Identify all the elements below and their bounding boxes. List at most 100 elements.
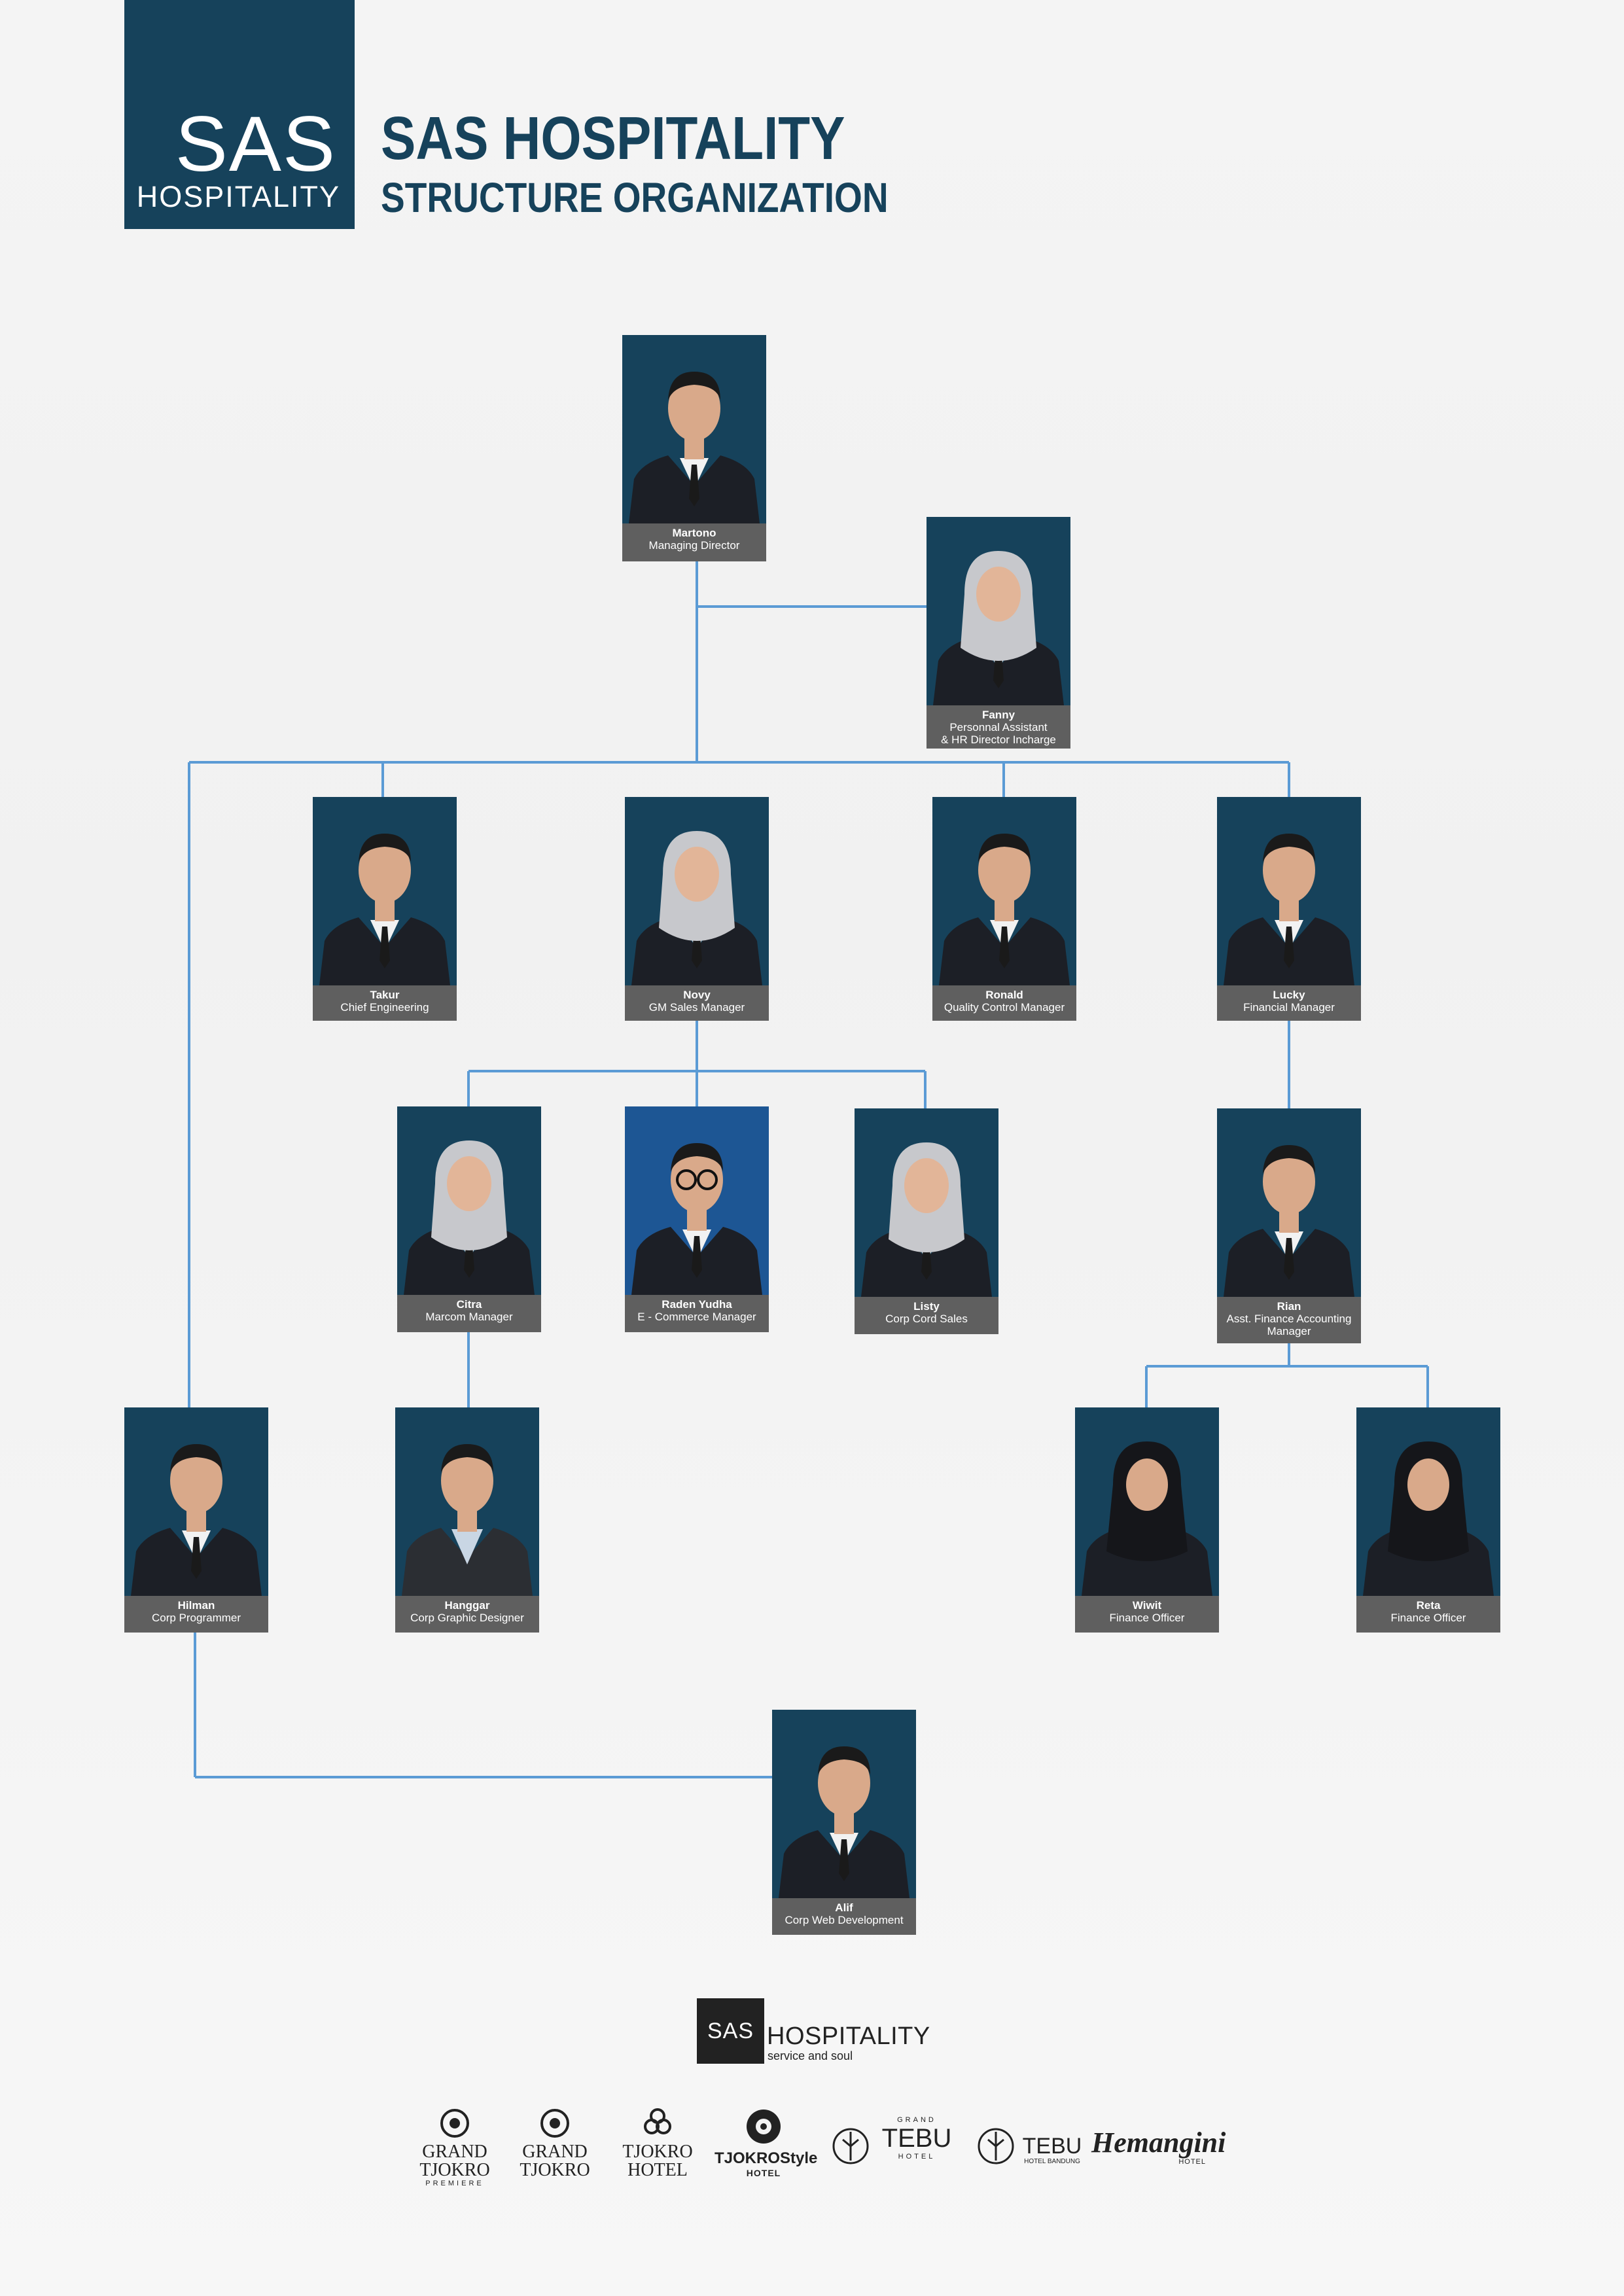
- brand-line2: TJOKRO: [520, 2160, 590, 2180]
- org-card-hilman: Hilman Corp Programmer: [124, 1407, 268, 1633]
- card-name: Citra: [456, 1298, 482, 1311]
- sas-logo-block: SAS HOSPITALITY: [124, 0, 355, 229]
- org-card-alif: Alif Corp Web Development: [772, 1710, 916, 1935]
- brand-line1: GRAND: [897, 2116, 936, 2124]
- card-role: Corp Web Development: [785, 1914, 904, 1926]
- brand-line2: HOTEL: [627, 2160, 688, 2180]
- card-role: Managing Director: [648, 539, 740, 552]
- org-card-lucky: Lucky Financial Manager: [1217, 797, 1361, 1021]
- portrait-photo: [395, 1407, 539, 1596]
- ornament-icon: [540, 2109, 569, 2138]
- card-role: Financial Manager: [1243, 1001, 1335, 1014]
- org-card-takur: Takur Chief Engineering: [313, 797, 457, 1021]
- brand-line2: TJOKRO: [419, 2160, 490, 2180]
- card-role: Finance Officer: [1109, 1612, 1185, 1624]
- card-caption: Alif Corp Web Development: [772, 1898, 916, 1935]
- card-name: Fanny: [981, 709, 1015, 721]
- card-caption: Hanggar Corp Graphic Designer: [395, 1596, 539, 1633]
- card-name: Novy: [683, 989, 711, 1001]
- portrait-photo: [625, 797, 769, 985]
- card-role: Marcom Manager: [425, 1311, 513, 1323]
- card-caption: Wiwit Finance Officer: [1075, 1596, 1219, 1633]
- org-card-novy: Novy GM Sales Manager: [625, 797, 769, 1021]
- ornament-icon: [644, 2108, 671, 2134]
- page-title: SAS HOSPITALITY: [381, 104, 845, 172]
- portrait-photo: [1356, 1407, 1500, 1596]
- card-caption: Takur Chief Engineering: [313, 985, 457, 1021]
- brand-line3: PREMIERE: [425, 2180, 484, 2187]
- card-role: Corp Cord Sales: [885, 1313, 968, 1325]
- brand-line3: HOTEL: [898, 2153, 936, 2161]
- brand-logo-tebu-hotel-bandung: TEBU HOTEL BANDUNG: [976, 2107, 1087, 2192]
- card-name: Lucky: [1273, 989, 1305, 1001]
- brand-line1: GRAND: [422, 2142, 487, 2162]
- card-role-line2: & HR Director Incharge: [941, 733, 1056, 746]
- logo-hospitality-text: HOSPITALITY: [136, 180, 340, 213]
- card-role: Chief Engineering: [340, 1001, 429, 1014]
- org-card-citra: Citra Marcom Manager: [397, 1106, 541, 1332]
- brand-line1: GRAND: [522, 2142, 588, 2162]
- card-name: Ronald: [985, 989, 1023, 1001]
- card-caption: Citra Marcom Manager: [397, 1295, 541, 1332]
- card-caption: Martono Managing Director: [622, 523, 766, 561]
- brand-logo-grand-tjokro-premiere: GRAND TJOKRO PREMIERE: [419, 2107, 491, 2192]
- ornament-icon: [440, 2109, 469, 2138]
- card-role: E - Commerce Manager: [637, 1311, 756, 1323]
- card-caption: Lucky Financial Manager: [1217, 985, 1361, 1021]
- portrait-photo: [1217, 1108, 1361, 1297]
- org-card-martono: Martono Managing Director: [622, 335, 766, 561]
- brand-logo-hemangini-hotel: Hemangini HOTEL: [1091, 2107, 1226, 2192]
- brand-line2: HOTEL: [1178, 2158, 1206, 2166]
- brand-line1: TJOKRO: [622, 2142, 693, 2162]
- swirl-icon: [747, 2110, 781, 2144]
- tebu-icon: [832, 2128, 869, 2164]
- org-card-hanggar: Hanggar Corp Graphic Designer: [395, 1407, 539, 1633]
- brand-logo-grand-tebu-hotel: GRAND TEBU HOTEL: [831, 2107, 962, 2192]
- card-role: Asst. Finance Accounting: [1226, 1313, 1352, 1325]
- card-caption: Reta Finance Officer: [1356, 1596, 1500, 1633]
- footer-logo-mark: SAS: [697, 1998, 764, 2064]
- card-name: Hilman: [177, 1599, 215, 1612]
- portrait-photo: [622, 335, 766, 523]
- card-name: Takur: [370, 989, 400, 1001]
- brand-line1: TJOKROStyle: [715, 2149, 818, 2167]
- brand-logo-grand-tjokro: GRAND TJOKRO: [519, 2107, 591, 2192]
- card-role: Corp Programmer: [151, 1612, 241, 1624]
- portrait-photo: [1217, 797, 1361, 985]
- portrait-photo: [124, 1407, 268, 1596]
- org-card-rian: Rian Asst. Finance Accounting Manager: [1217, 1108, 1361, 1343]
- card-caption: Fanny Personnal Assistant & HR Director …: [927, 705, 1070, 749]
- org-card-wiwit: Wiwit Finance Officer: [1075, 1407, 1219, 1633]
- card-name: Alif: [835, 1901, 853, 1914]
- portrait-photo: [772, 1710, 916, 1898]
- card-name: Wiwit: [1132, 1599, 1162, 1612]
- card-caption: Listy Corp Cord Sales: [855, 1297, 998, 1334]
- portrait-photo: [397, 1106, 541, 1295]
- card-role: Personnal Assistant: [949, 721, 1048, 733]
- card-name: Hanggar: [444, 1599, 490, 1612]
- portrait-photo: [313, 797, 457, 985]
- org-card-reta: Reta Finance Officer: [1356, 1407, 1500, 1633]
- card-role: Finance Officer: [1390, 1612, 1466, 1624]
- logo-sas-text: SAS: [175, 100, 336, 188]
- brand-line2: HOTEL: [746, 2168, 781, 2178]
- page-subtitle: STRUCTURE ORGANIZATION: [381, 174, 889, 221]
- org-card-raden-yudha: Raden Yudha E - Commerce Manager: [625, 1106, 769, 1332]
- org-card-ronald: Ronald Quality Control Manager: [932, 797, 1076, 1021]
- card-caption: Rian Asst. Finance Accounting Manager: [1217, 1297, 1361, 1343]
- card-name: Martono: [672, 527, 716, 539]
- portrait-photo: [855, 1108, 998, 1297]
- brand-logo-tjokro-hotel: TJOKRO HOTEL: [622, 2107, 694, 2192]
- org-card-fanny: Fanny Personnal Assistant & HR Director …: [927, 517, 1070, 749]
- card-role: GM Sales Manager: [648, 1001, 745, 1014]
- portrait-photo: [927, 517, 1070, 705]
- card-name: Listy: [913, 1300, 940, 1313]
- brand-line2: TEBU: [881, 2124, 952, 2153]
- card-name: Raden Yudha: [662, 1298, 732, 1311]
- tebu-icon: [978, 2128, 1014, 2164]
- footer-logo-name: HOSPITALITY: [767, 2022, 930, 2050]
- card-caption: Raden Yudha E - Commerce Manager: [625, 1295, 769, 1332]
- brand-line2: HOTEL BANDUNG: [1024, 2158, 1080, 2165]
- org-card-listy: Listy Corp Cord Sales: [855, 1108, 998, 1334]
